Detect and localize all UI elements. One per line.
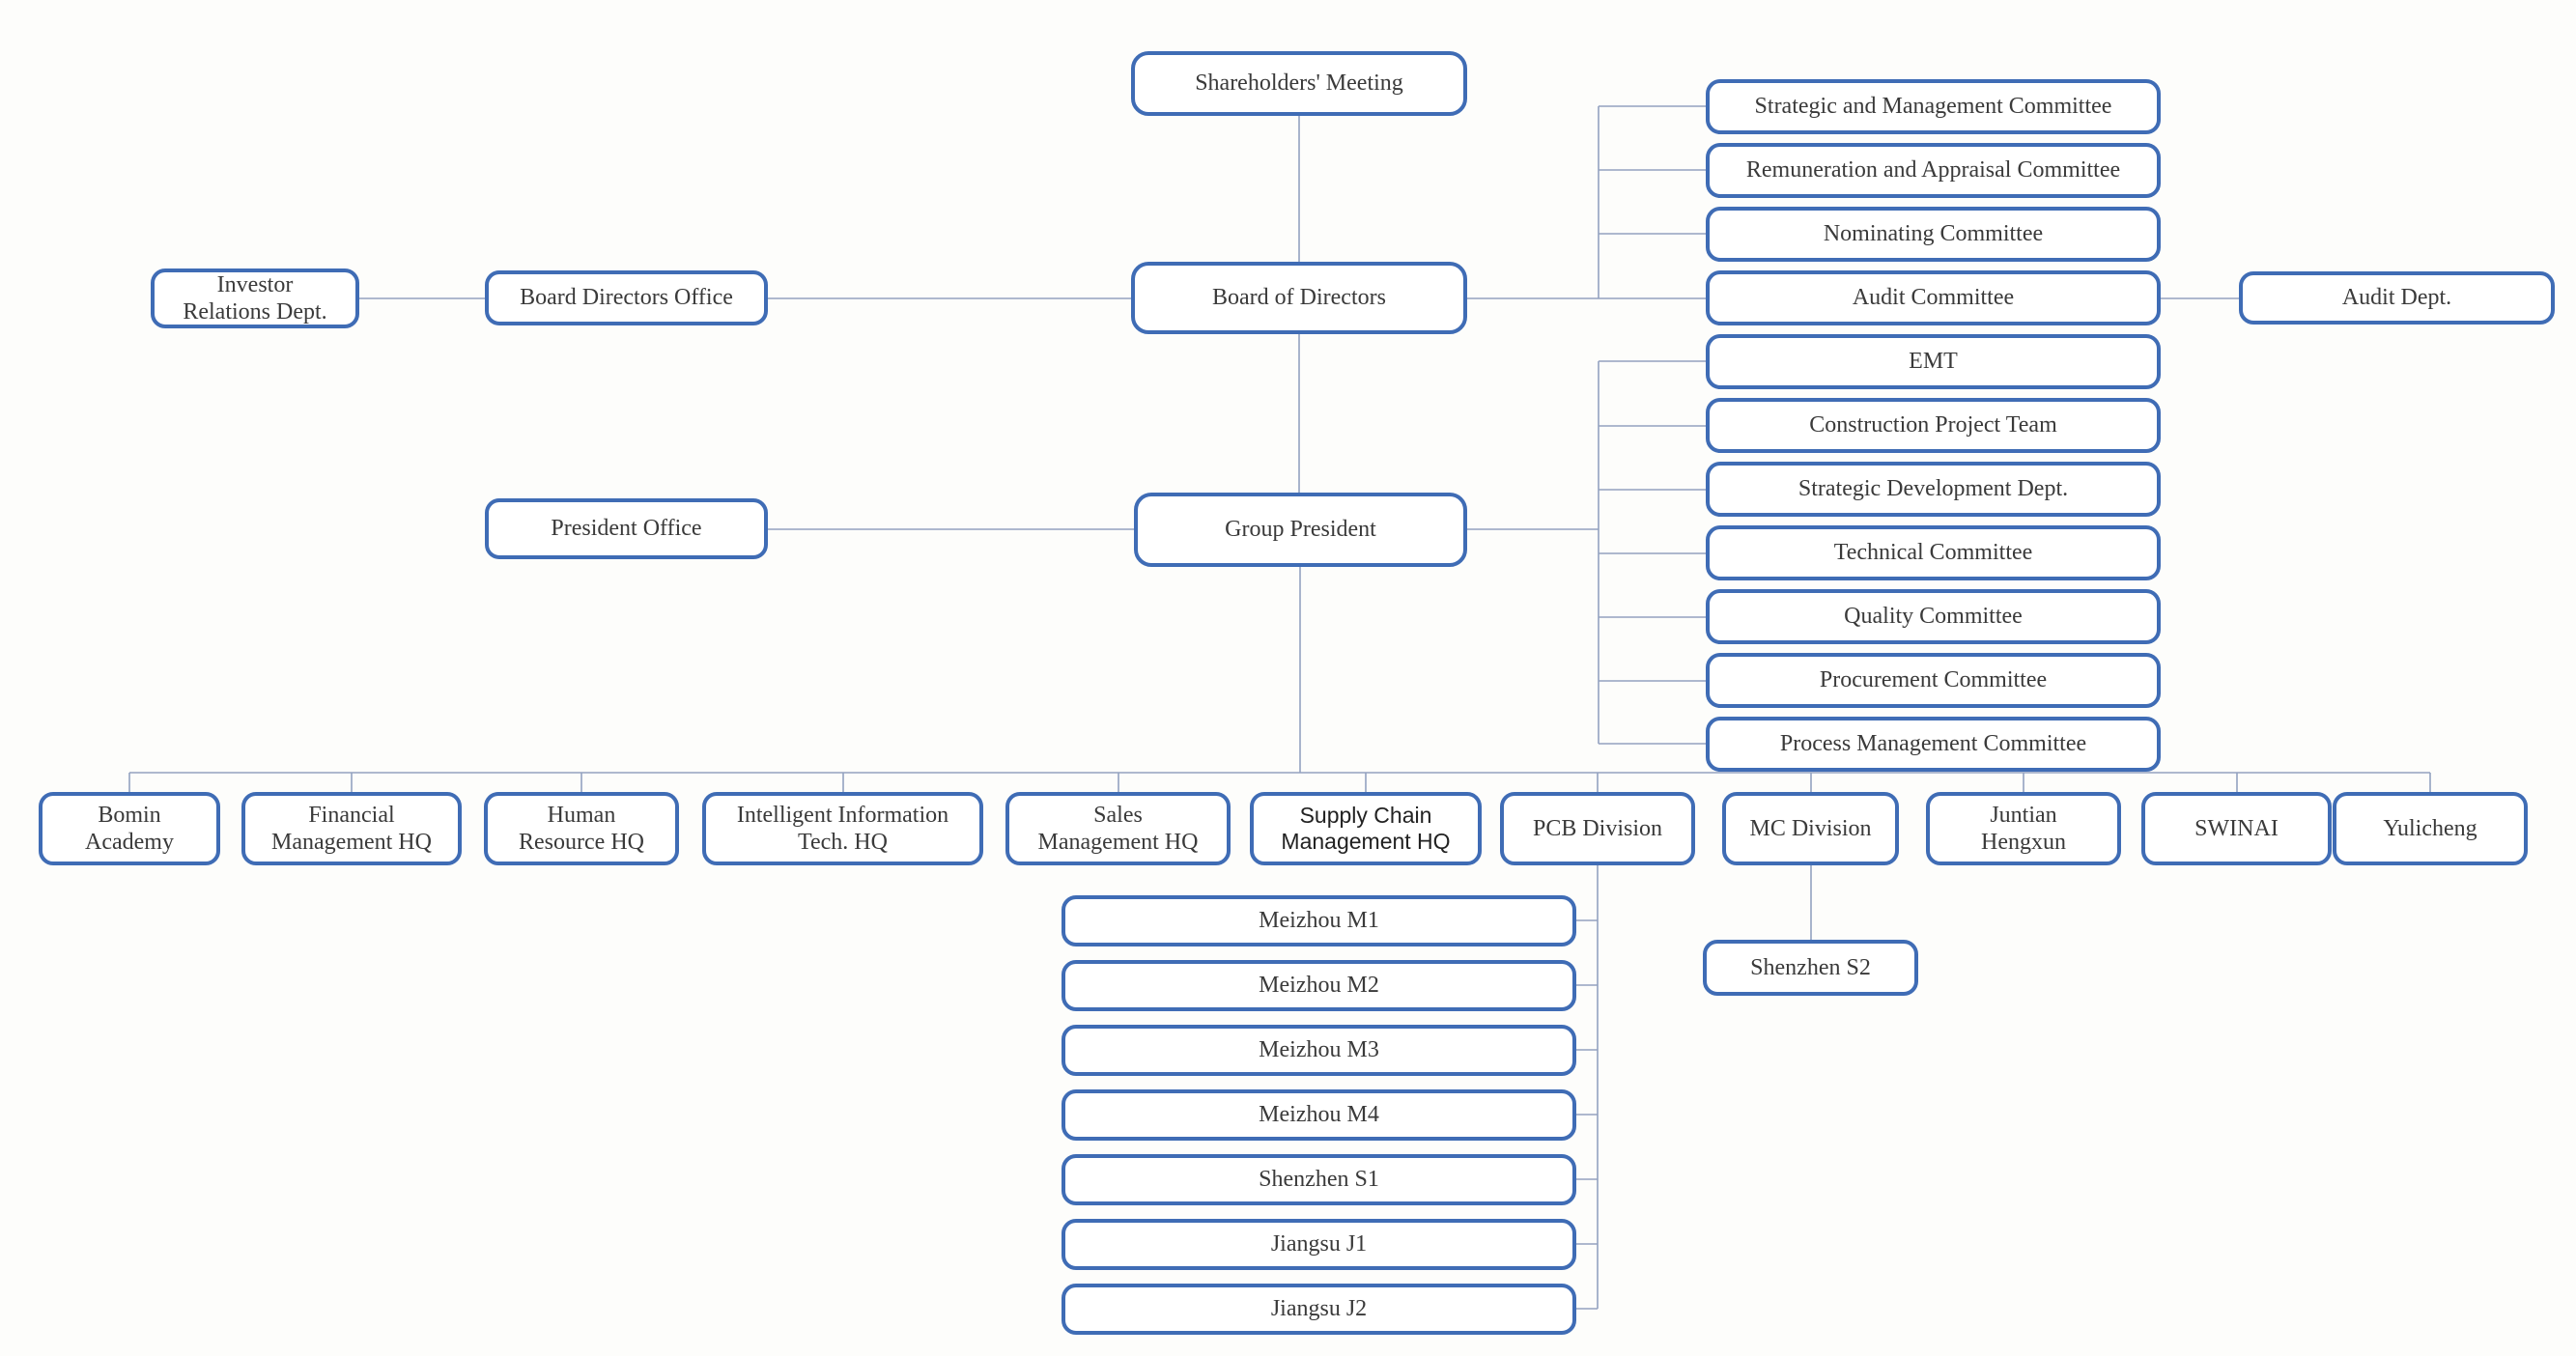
node-meizhou-m1: Meizhou M1 xyxy=(1062,895,1576,946)
node-jiangsu-j1: Jiangsu J1 xyxy=(1062,1219,1576,1270)
node-pcb-division: PCB Division xyxy=(1500,792,1695,865)
node-emt: EMT xyxy=(1706,334,2161,389)
node-audit-dept: Audit Dept. xyxy=(2239,271,2555,325)
node-shenzhen-s2: Shenzhen S2 xyxy=(1703,940,1918,996)
node-meizhou-m4: Meizhou M4 xyxy=(1062,1089,1576,1141)
node-mc-division: MC Division xyxy=(1722,792,1899,865)
node-intelligent-information-tech-hq: Intelligent Information Tech. HQ xyxy=(702,792,983,865)
node-process-management-committee: Process Management Committee xyxy=(1706,717,2161,772)
node-procurement-committee: Procurement Committee xyxy=(1706,653,2161,708)
node-remuneration-and-appraisal-committee: Remuneration and Appraisal Committee xyxy=(1706,143,2161,198)
node-supply-chain-management-hq: Supply Chain Management HQ xyxy=(1250,792,1482,865)
node-board-of-directors: Board of Directors xyxy=(1131,262,1467,334)
node-meizhou-m2: Meizhou M2 xyxy=(1062,960,1576,1011)
node-meizhou-m3: Meizhou M3 xyxy=(1062,1025,1576,1076)
node-quality-committee: Quality Committee xyxy=(1706,589,2161,644)
node-sales-management-hq: Sales Management HQ xyxy=(1005,792,1231,865)
node-investor-relations-dept: Investor Relations Dept. xyxy=(151,268,359,328)
node-board-directors-office: Board Directors Office xyxy=(485,270,768,325)
node-technical-committee: Technical Committee xyxy=(1706,525,2161,580)
node-shenzhen-s1: Shenzhen S1 xyxy=(1062,1154,1576,1205)
node-strategic-and-management-committee: Strategic and Management Committee xyxy=(1706,79,2161,134)
node-audit-committee: Audit Committee xyxy=(1706,270,2161,325)
node-swinai: SWINAI xyxy=(2141,792,2332,865)
node-financial-management-hq: Financial Management HQ xyxy=(241,792,462,865)
node-juntian-hengxun: Juntian Hengxun xyxy=(1926,792,2121,865)
node-group-president: Group President xyxy=(1134,493,1467,567)
node-shareholders-meeting: Shareholders' Meeting xyxy=(1131,51,1467,116)
node-human-resource-hq: Human Resource HQ xyxy=(484,792,679,865)
node-construction-project-team: Construction Project Team xyxy=(1706,398,2161,453)
node-president-office: President Office xyxy=(485,498,768,559)
node-strategic-development-dept: Strategic Development Dept. xyxy=(1706,462,2161,517)
node-nominating-committee: Nominating Committee xyxy=(1706,207,2161,262)
node-bomin-academy: Bomin Academy xyxy=(39,792,220,865)
node-jiangsu-j2: Jiangsu J2 xyxy=(1062,1284,1576,1335)
node-yulicheng: Yulicheng xyxy=(2333,792,2528,865)
